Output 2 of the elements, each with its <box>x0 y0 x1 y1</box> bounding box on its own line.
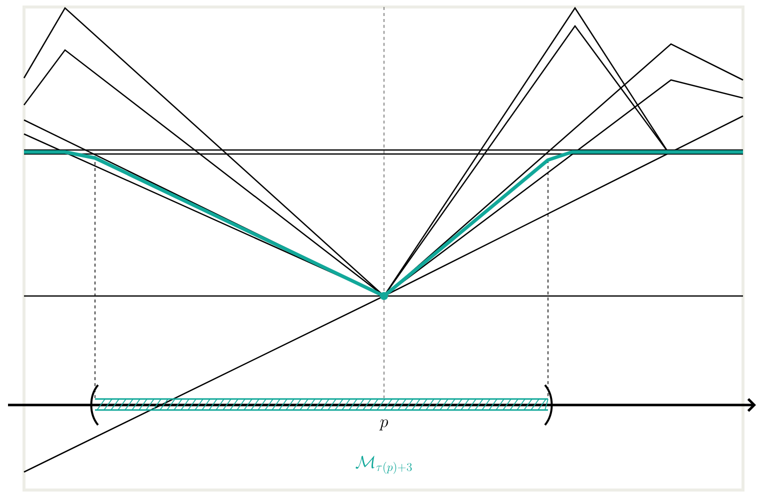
point-label: $p$ <box>379 419 388 430</box>
interval-label: $\mathcal{M}_{\tau(p)+3}$ <box>356 456 412 474</box>
